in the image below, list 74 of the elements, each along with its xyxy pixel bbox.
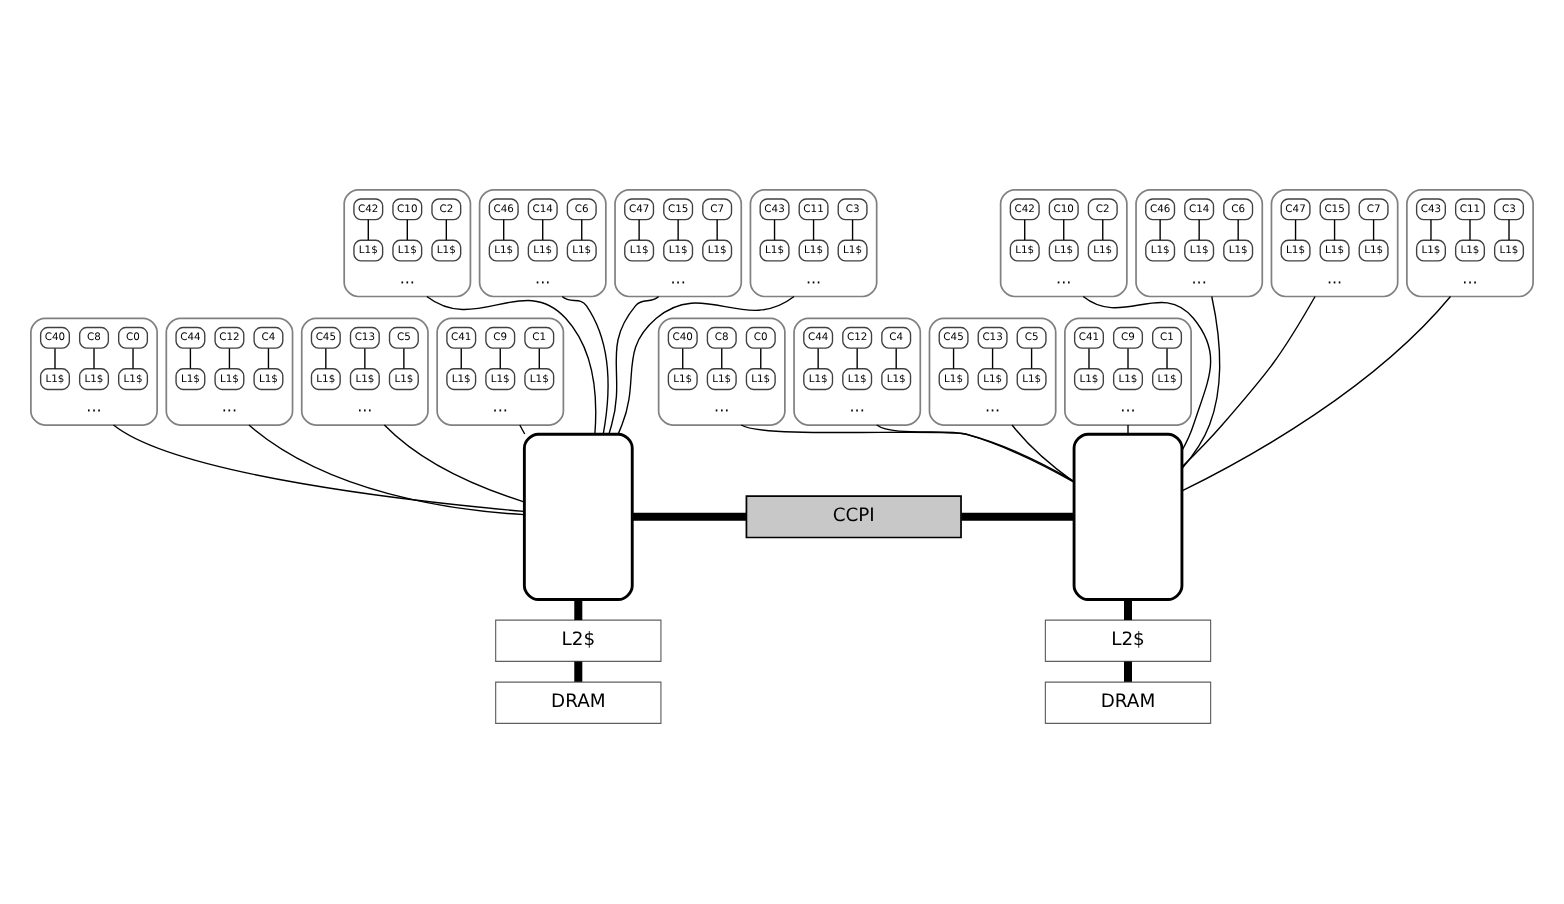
connector: [228, 347, 231, 370]
connector: [716, 219, 718, 241]
connector: [1102, 219, 1104, 241]
connector: [383, 424, 525, 503]
connector: [1127, 347, 1129, 370]
connector: [574, 599, 583, 621]
connector: [1159, 219, 1161, 241]
connector: [1181, 295, 1221, 470]
connector: [1124, 661, 1132, 682]
connector: [445, 219, 447, 241]
connector: [267, 347, 270, 370]
connector: [132, 347, 134, 370]
connector: [812, 219, 815, 241]
connector: [638, 219, 640, 241]
connector: [1024, 219, 1026, 241]
connector: [876, 424, 1075, 483]
connector: [574, 661, 583, 682]
connector: [1011, 424, 1075, 483]
connector: [961, 512, 1074, 521]
connector: [677, 219, 679, 241]
connector: [561, 295, 609, 435]
node-box: [522, 432, 634, 601]
connector: [1237, 219, 1239, 241]
connector: [682, 347, 684, 370]
connector: [519, 424, 526, 435]
connector: [499, 347, 501, 370]
connector: [538, 347, 540, 370]
connector: [1181, 295, 1316, 468]
connector: [1333, 219, 1336, 241]
node-box: DRAM: [495, 681, 662, 724]
connector: [93, 347, 95, 370]
connector: [460, 347, 462, 370]
connector: [773, 219, 776, 241]
connector: [1030, 347, 1033, 370]
connector: [581, 219, 583, 241]
connector: [1469, 219, 1471, 241]
connector: [189, 347, 192, 370]
connector: [1124, 599, 1132, 621]
connector: [1166, 347, 1168, 370]
connector: [760, 347, 762, 370]
connector: [54, 347, 56, 370]
connector: [740, 424, 1075, 482]
connector: [632, 512, 747, 521]
node-box: DRAM: [1044, 681, 1212, 724]
connector: [856, 347, 858, 370]
connector: [991, 347, 994, 370]
connector: [503, 219, 505, 241]
connector: [1127, 424, 1129, 435]
connector: [952, 347, 955, 370]
connector: [1430, 219, 1432, 241]
connector: [112, 424, 525, 513]
connector: [325, 347, 327, 370]
connector: [364, 347, 366, 370]
connector: [542, 219, 544, 241]
connector: [851, 219, 854, 241]
connector: [403, 347, 405, 370]
node-box: L2$: [1044, 619, 1212, 662]
connector: [1508, 219, 1510, 241]
connector: [406, 219, 408, 241]
connector: [367, 219, 369, 241]
connector: [1063, 219, 1065, 241]
connector: [608, 295, 660, 435]
connector: [1198, 219, 1200, 241]
node-box: [1072, 432, 1184, 601]
connector: [817, 347, 819, 370]
connector: [1372, 219, 1375, 241]
connector: [721, 347, 723, 370]
connector: [895, 347, 897, 370]
connector: [248, 424, 525, 516]
connector: [1088, 347, 1090, 370]
node-box: CCPI: [745, 495, 962, 539]
connector: [1181, 295, 1452, 492]
node-box: L2$: [495, 619, 662, 662]
connector: [1294, 219, 1297, 241]
